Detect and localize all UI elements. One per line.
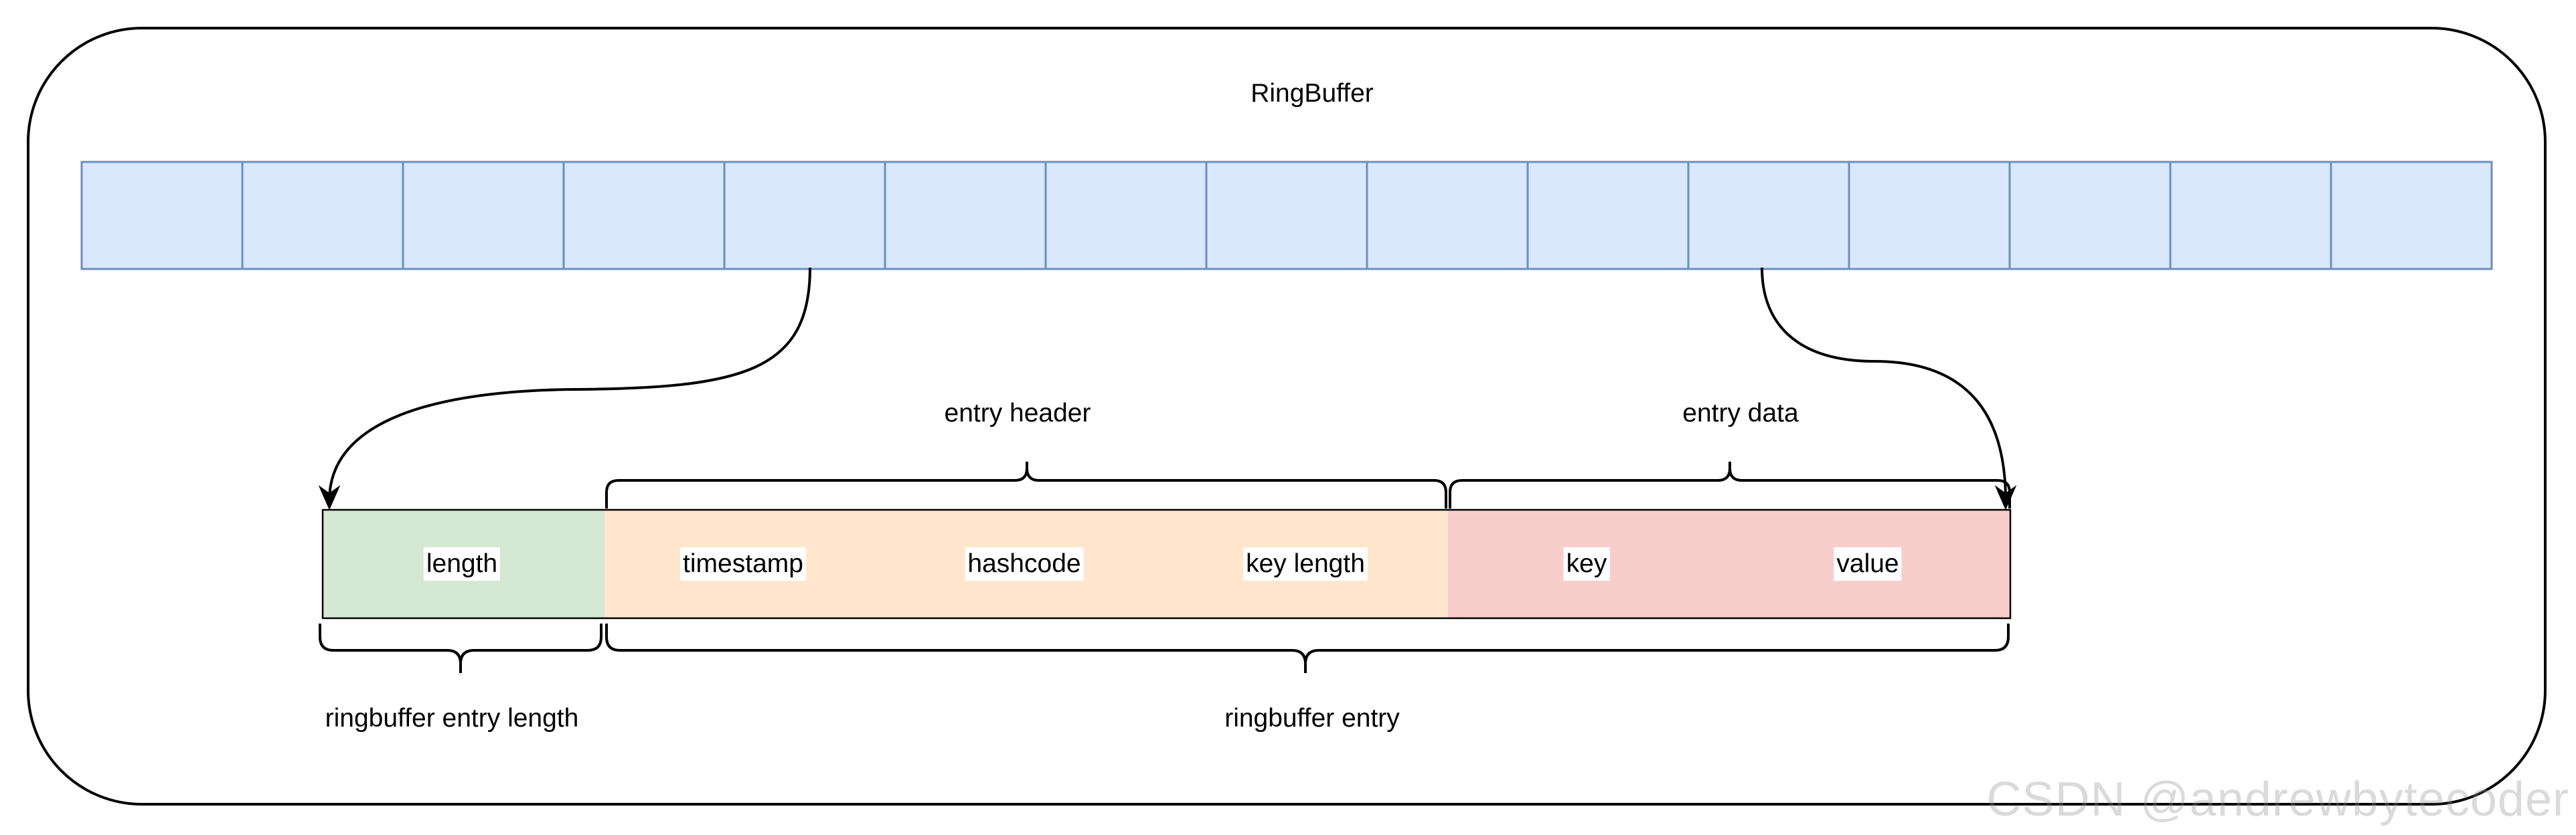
segment-label-length: length	[423, 547, 501, 581]
entry-outline	[321, 508, 2012, 620]
ringbuffer-entry-brace	[605, 624, 2010, 673]
ringbuffer-cells	[80, 161, 2493, 270]
ringbuffer-cell	[1687, 161, 1850, 270]
ringbuffer-cell	[1526, 161, 1690, 270]
ringbuffer-entry-length-brace	[319, 624, 602, 673]
segment-label-hashcode: hashcode	[965, 547, 1084, 581]
entry-data-brace	[1449, 462, 2011, 508]
ringbuffer-cell	[562, 161, 726, 270]
ringbuffer-cell	[1848, 161, 2011, 270]
ringbuffer-cell	[1205, 161, 1368, 270]
entry-header-brace	[605, 462, 1447, 508]
ringbuffer-cell	[2169, 161, 2332, 270]
segment-data-rect	[1448, 510, 2010, 618]
ringbuffer-cell	[241, 161, 404, 270]
ringbuffer-title: RingBuffer	[1251, 79, 1374, 108]
watermark-text: CSDN @andrewbytecoder	[1986, 773, 2569, 826]
ringbuffer-cell	[2330, 161, 2493, 270]
segment-label-key-length: key length	[1243, 547, 1368, 581]
arrow-end-head	[1994, 485, 2017, 511]
ringbuffer-cell	[723, 161, 886, 270]
ringbuffer-cell	[884, 161, 1047, 270]
segment-label-value: value	[1834, 547, 1902, 581]
ringbuffer-cell	[80, 161, 244, 270]
arrow-cell-to-entry-start	[328, 267, 811, 501]
arrow-start-head	[318, 485, 341, 511]
outer-container	[27, 27, 2547, 806]
segment-label-timestamp: timestamp	[680, 547, 806, 581]
ringbuffer-cell	[1366, 161, 1529, 270]
entry-header-label: entry header	[944, 399, 1091, 428]
ringbuffer-cell	[1044, 161, 1208, 270]
arrow-cell-to-entry-end	[1761, 267, 2007, 501]
ringbuffer-cell	[402, 161, 565, 270]
entry-data-label: entry data	[1682, 399, 1799, 428]
ringbuffer-entry-length-label: ringbuffer entry length	[325, 704, 579, 733]
ringbuffer-cell	[2008, 161, 2172, 270]
segment-label-key: key	[1563, 547, 1610, 581]
ringbuffer-entry-label: ringbuffer entry	[1224, 704, 1400, 733]
